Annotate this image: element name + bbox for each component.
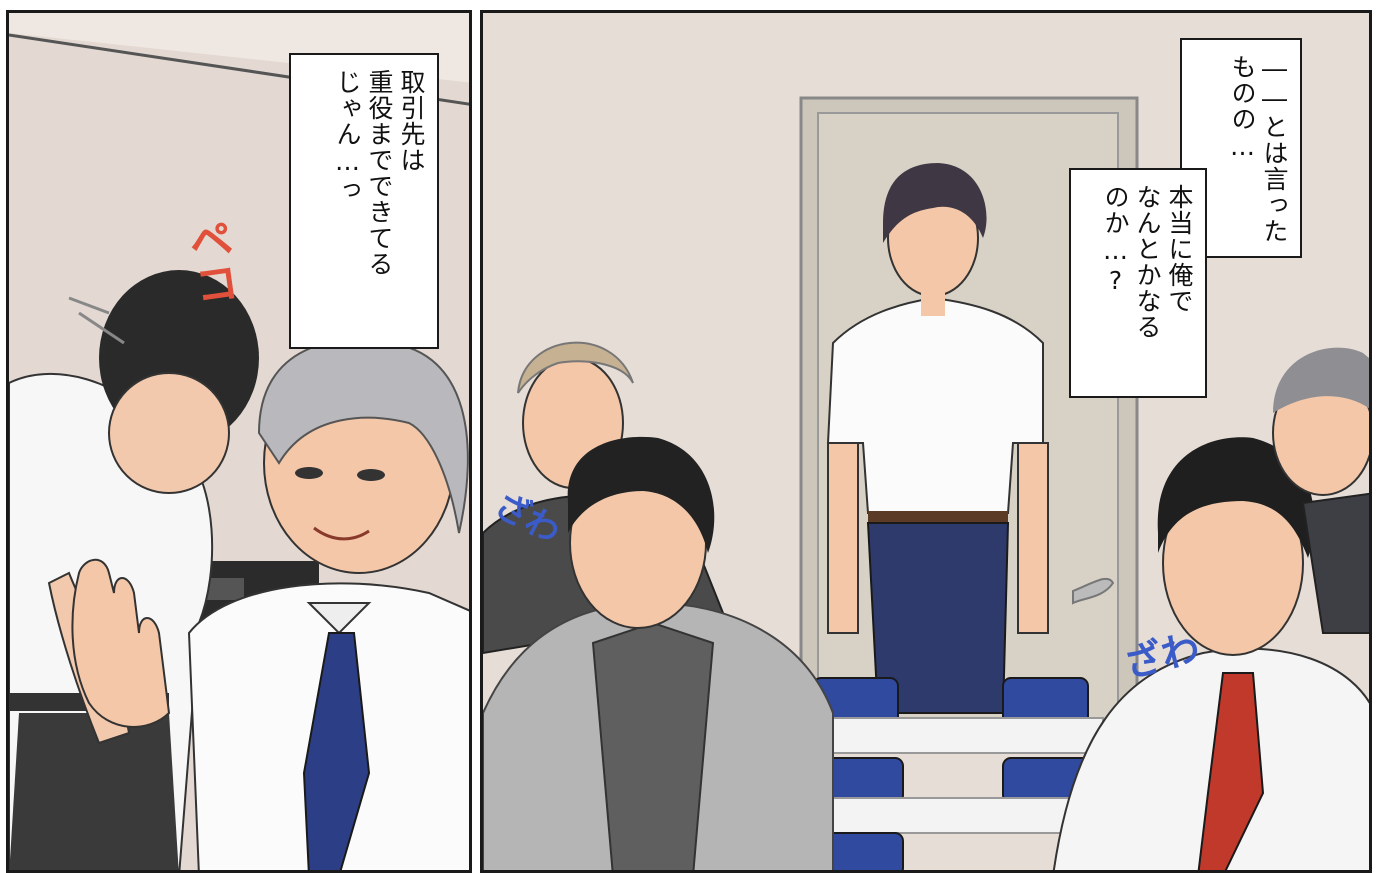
caption-line: のか…?	[1101, 184, 1130, 296]
caption-line: なんとかなる	[1133, 184, 1162, 340]
manga-panel-left: 取引先は 重役までできてる じゃん…っ ペコ	[6, 10, 472, 873]
caption-line: ものの…	[1228, 54, 1257, 162]
seated-man-red-tie	[1052, 437, 1369, 870]
grey-haired-executive	[187, 338, 469, 870]
panel-left-artwork	[9, 13, 469, 870]
standing-protagonist	[826, 163, 1049, 714]
narration-box: 取引先は 重役までできてる じゃん…っ	[289, 53, 439, 349]
narration-box-2: 本当に俺で なんとかなる のか…?	[1069, 168, 1207, 398]
caption-line: 取引先は	[397, 69, 426, 173]
sfx-peko: ペコ	[178, 214, 241, 310]
caption-line: じゃん…っ	[333, 69, 362, 203]
raised-hand	[71, 558, 171, 728]
motion-lines	[68, 296, 125, 345]
manga-panel-right: ――とは言った ものの… 本当に俺で なんとかなる のか…? ざわ ざわ	[480, 10, 1372, 873]
caption-line: 重役までできてる	[365, 69, 394, 277]
panel-right-artwork	[483, 96, 1369, 870]
caption-line: ――とは言った	[1260, 54, 1289, 244]
caption-line: 本当に俺で	[1165, 184, 1194, 314]
seated-man-grey-jacket	[483, 436, 834, 870]
seated-man-grey-hair	[1272, 347, 1369, 634]
